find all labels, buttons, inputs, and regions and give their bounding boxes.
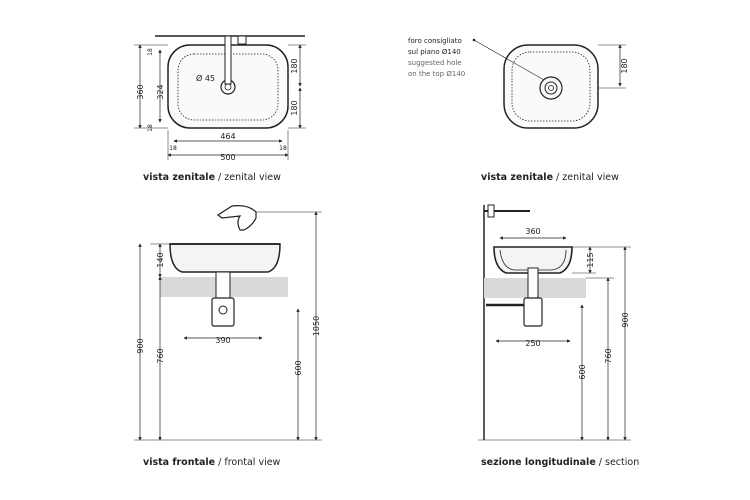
note-line-2: sul piano Ø140 — [408, 48, 461, 56]
caption-bold: vista zenitale — [143, 172, 216, 183]
note-line-3: suggested hole — [408, 59, 462, 67]
dim-tap-height: 600 — [294, 360, 303, 375]
dim-half: 180 — [620, 58, 629, 73]
zenital-view-right-text: foro consigliato sul piano Ø140 suggeste… — [408, 37, 629, 78]
waste-pipe — [527, 267, 539, 299]
dim-inner-width: 464 — [220, 132, 235, 141]
tap-spout — [224, 35, 232, 85]
dim-half-bottom: 180 — [290, 100, 299, 115]
dim-total: 900 — [621, 312, 630, 327]
frontal-view-dims: 900 140 760 390 600 1050 — [136, 252, 321, 375]
note-line-4: on the top Ø140 — [408, 70, 465, 78]
siphon — [211, 297, 235, 327]
basin-front — [169, 243, 281, 273]
caption-zenital-right: vista zenitale / zenital view — [481, 172, 619, 183]
zenital-view-left — [134, 35, 306, 160]
dim-basin-height: 140 — [156, 252, 165, 267]
dim-half-top: 180 — [290, 58, 299, 73]
basin-section — [493, 246, 573, 274]
suggested-hole — [539, 76, 563, 100]
dim-inner-height: 324 — [156, 84, 165, 99]
siphon — [523, 297, 543, 327]
dim-total-height: 360 — [136, 84, 145, 99]
wall-tap-body — [487, 204, 495, 218]
basin-inner-rim — [511, 51, 591, 122]
dim-floor: 600 — [578, 364, 587, 379]
tap-body — [237, 35, 247, 45]
caption-bold: vista frontale — [143, 457, 216, 468]
frontal-view — [134, 205, 322, 441]
siphon-cap — [218, 305, 228, 315]
caption-bold: vista zenitale — [481, 172, 554, 183]
caption-light: zenital view — [562, 172, 619, 183]
zenital-view-left-dims: 360 324 18 18 180 180 464 500 18 18 Ø 45 — [136, 48, 299, 162]
dim-waste-width: 390 — [215, 336, 230, 345]
zenital-view-right — [472, 38, 626, 129]
dim-counter: 760 — [604, 348, 613, 363]
waste-pipe — [215, 271, 231, 299]
caption-frontal: vista frontale / frontal view — [143, 457, 281, 468]
caption-light: frontal view — [224, 457, 281, 468]
note-line-1: foro consigliato — [408, 37, 462, 45]
dim-total-width: 500 — [220, 153, 235, 162]
dim-basin-width: 360 — [525, 227, 540, 236]
drain-inner — [548, 85, 554, 91]
section-view — [478, 204, 631, 441]
wall-tap — [216, 205, 257, 231]
dim-overall: 1050 — [312, 316, 321, 336]
dim-top-margin: 18 — [147, 48, 154, 56]
caption-section: sezione longitudinale / section — [481, 457, 640, 468]
dim-right-margin: 18 — [279, 145, 287, 152]
section-view-dims: 360 115 250 760 900 600 — [525, 227, 630, 380]
caption-light: zenital view — [224, 172, 281, 183]
dim-counter: 760 — [156, 348, 165, 363]
basin-outline — [503, 44, 599, 129]
drain-circle — [544, 81, 558, 95]
dim-left-margin: 18 — [169, 145, 177, 152]
dim-basin-height: 115 — [586, 252, 595, 267]
caption-bold: sezione longitudinale — [481, 457, 596, 468]
dim-bottom-margin: 18 — [147, 124, 154, 132]
dim-waste-width: 250 — [525, 339, 540, 348]
caption-light: section — [605, 457, 640, 468]
caption-zenital-left: vista zenitale / zenital view — [143, 172, 281, 183]
dim-drain-diameter: Ø 45 — [196, 73, 215, 83]
dim-total: 900 — [136, 338, 145, 353]
leader-line — [473, 39, 545, 81]
